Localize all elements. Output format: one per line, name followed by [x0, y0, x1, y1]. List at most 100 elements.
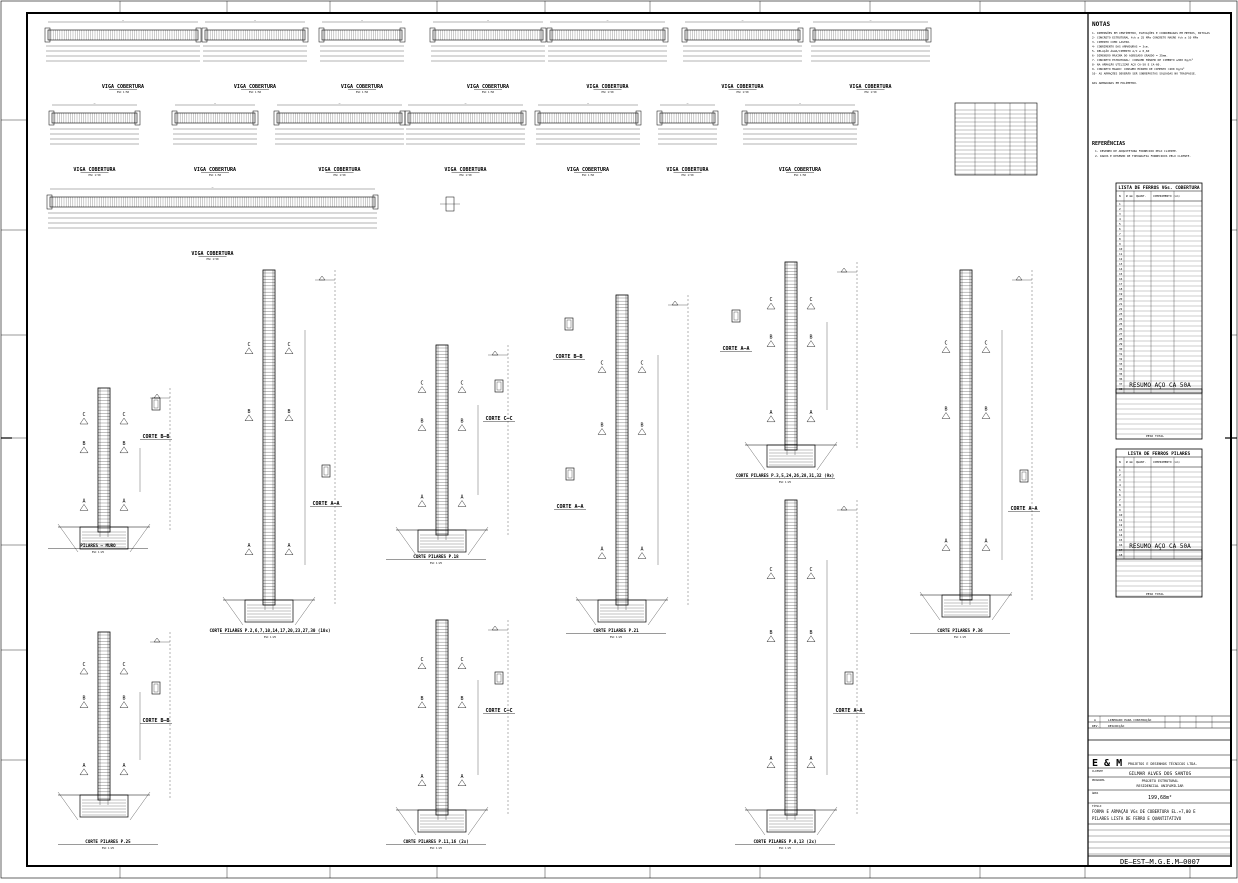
support: [171, 110, 178, 126]
table-cell: 34: [1119, 367, 1123, 371]
support: [134, 110, 141, 126]
scale-note: ESC 1:50: [117, 90, 130, 94]
section-marker: [637, 552, 647, 559]
section-letter: C: [809, 567, 812, 573]
section-letter: C: [809, 297, 812, 303]
section-letter: C: [420, 657, 423, 663]
pillar-caption: CORTE PILARES P.36: [937, 628, 983, 633]
section-marker: [79, 417, 89, 425]
section-rect: [844, 671, 854, 685]
section-letter: A: [122, 763, 125, 769]
note-item: DAS ARMADURAS EM MILÍMETRO.: [1092, 80, 1138, 85]
level-symbol: [1015, 275, 1023, 281]
company-mark: E & M: [1092, 758, 1122, 769]
section-letter: C: [769, 567, 772, 573]
table-cell: 24: [1119, 317, 1123, 321]
section-marker: [119, 768, 129, 775]
section-caption: CORTE B–B: [142, 434, 169, 440]
beam-caption: VIGA COBERTURA: [191, 251, 233, 257]
scale-note: ESC 1:50: [88, 173, 101, 177]
pillar-outline: [784, 499, 798, 816]
table-cell: 22: [1119, 307, 1123, 311]
table-header: QUANT.: [1136, 194, 1146, 198]
support: [656, 110, 663, 126]
dimension-text: —: [94, 101, 96, 105]
note-item: 5- RELAÇÃO ÁGUA/CIMENTO A/C ≤ 0,60: [1092, 48, 1150, 53]
section-letter: B: [769, 630, 772, 636]
stirrup-rect: [323, 466, 329, 476]
section-letter: A: [769, 410, 772, 416]
dimension-text: —: [487, 18, 489, 22]
table-cell: 12: [1119, 523, 1123, 527]
support: [44, 27, 51, 43]
stirrup-rect: [566, 319, 572, 329]
excavation-line: [744, 441, 766, 471]
support: [201, 27, 208, 43]
table-cell: 6: [1119, 493, 1121, 497]
stirrup-rect: [496, 673, 502, 683]
beam-caption: VIGA COBERTURA: [73, 167, 115, 173]
reference-item: 2- DADOS E DESENHO DE TOPOGRAFIA FORNECI…: [1095, 154, 1191, 158]
table-cell: 25: [1119, 322, 1123, 326]
section-letter: C: [122, 412, 125, 418]
table-cell: 4: [1119, 217, 1121, 221]
section-marker: [941, 346, 951, 353]
table-cell: 15: [1119, 538, 1123, 542]
beam-outline: [49, 196, 376, 208]
revision-code: REV.: [1092, 724, 1099, 728]
pillar-outline: [615, 294, 629, 606]
section-letter: B: [420, 696, 423, 702]
section-marker: [806, 340, 816, 347]
section-rect: [564, 317, 574, 331]
support: [809, 27, 816, 43]
section-marker: [119, 504, 129, 511]
table-cell: 21: [1119, 302, 1123, 306]
support: [712, 110, 719, 126]
table-cell: 31: [1119, 352, 1123, 356]
section-letter: A: [247, 543, 250, 549]
summary-total-label: PESO TOTAL: [1146, 592, 1164, 596]
excavation-line: [57, 791, 79, 821]
note-item: 6- DIMENSÃO MÁXIMA DO AGREGADO GRAÚDO = …: [1092, 53, 1168, 58]
section-marker: [457, 701, 467, 708]
excavation-line: [744, 806, 766, 836]
drawing-number: DE–EST–M.G.E.M–0007: [1120, 858, 1200, 866]
table-header: COMPRIMENTO (cm): [1153, 194, 1180, 198]
excavation-line: [919, 591, 941, 621]
dimension-text: —: [254, 18, 256, 22]
beam-caption: VIGA COBERTURA: [102, 84, 144, 90]
section-letter: B: [82, 696, 85, 702]
section-marker: [79, 446, 89, 453]
section-letter: C: [82, 412, 85, 418]
area-value: 199,68m²: [1148, 795, 1172, 801]
excavation-line: [991, 591, 1013, 621]
section-letter: B: [287, 409, 290, 415]
table-title: LISTA DE FERROS VGs. COBERTURA: [1118, 185, 1200, 191]
stirrup-rect: [153, 683, 159, 693]
table-cell: 12: [1119, 257, 1123, 261]
section-letter: B: [122, 696, 125, 702]
support: [429, 27, 436, 43]
excavation-line: [395, 806, 417, 836]
beam-caption: VIGA COBERTURA: [721, 84, 763, 90]
table-header: N: [1119, 460, 1121, 464]
table-cell: 15: [1119, 272, 1123, 276]
section-marker: [244, 414, 254, 421]
beam-caption: VIGA COBERTURA: [586, 84, 628, 90]
note-item: 3- CIMENTO COMO LASTRO.: [1092, 40, 1131, 44]
beam-caption: VIGA COBERTURA: [567, 167, 609, 173]
table-cell: 18: [1119, 287, 1123, 291]
table-cell: 17: [1119, 282, 1123, 286]
section-caption: CORTE B–B: [142, 718, 169, 724]
